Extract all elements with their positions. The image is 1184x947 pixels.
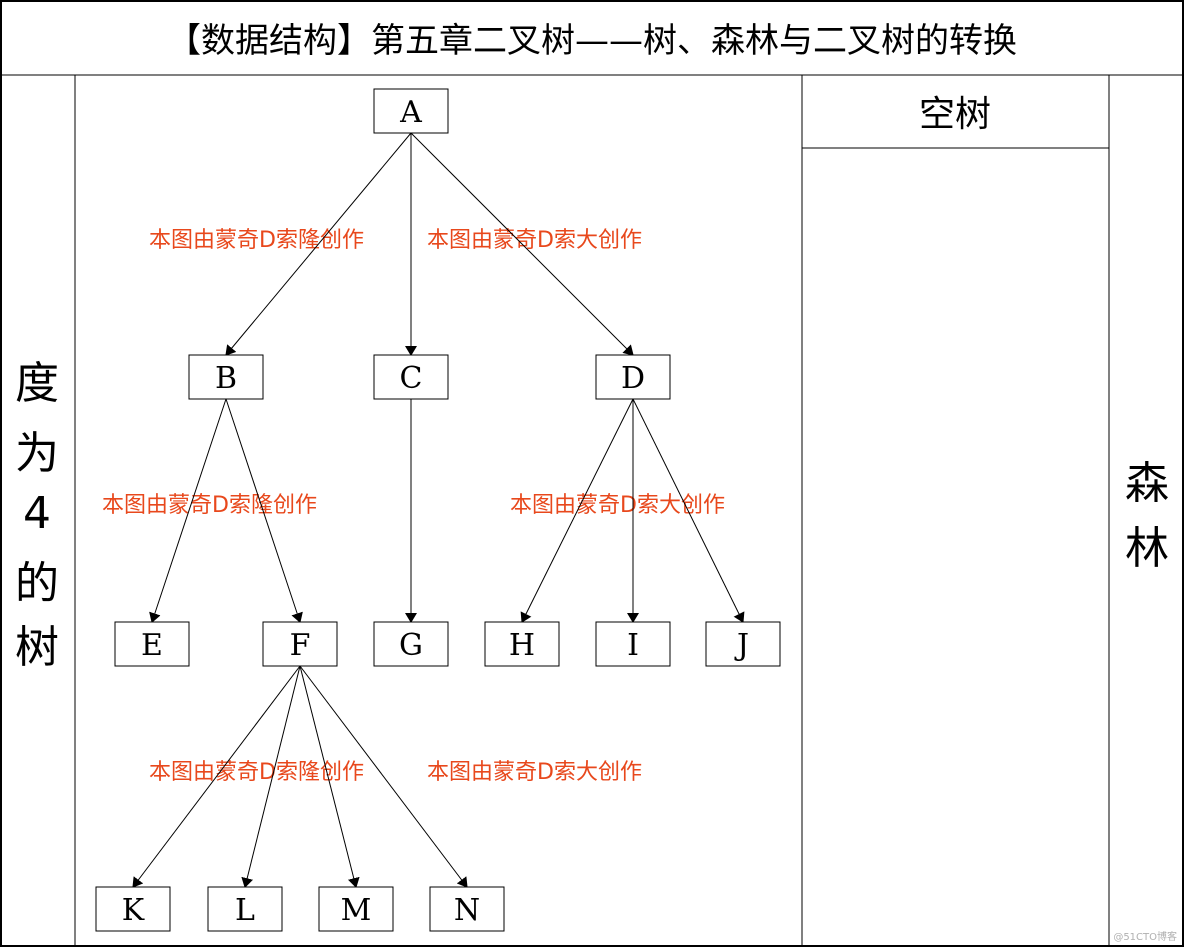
watermark-group: 本图由蒙奇D索隆创作 本图由蒙奇D索大创作 本图由蒙奇D索隆创作 本图由蒙奇D索… [102,228,725,785]
edge-A-B [225,132,412,356]
tree-node-G: G [373,621,449,667]
node-box [373,621,449,667]
edge-F-K [132,665,301,888]
node-box [595,354,671,400]
edge-F-M [299,665,360,888]
right-label-char: 森 [1125,458,1169,509]
page-title: 【数据结构】第五章二叉树——树、森林与二叉树的转换 [167,21,1017,61]
node-label: G [399,628,423,663]
node-label: M [341,893,372,928]
node-label: D [621,361,645,396]
node-label: E [141,628,163,663]
tree-node-I: I [595,621,671,667]
edge-A-D [410,132,634,356]
node-box [95,886,171,932]
watermark-text: 本图由蒙奇D索大创作 [427,760,642,785]
tree-node-E: E [114,621,190,667]
tree-node-D: D [595,354,671,400]
tree-edges [132,132,745,888]
edge-F-L [241,665,301,888]
tree-node-M: M [318,886,394,932]
tree-node-A: A [373,88,449,134]
node-box [705,621,781,667]
left-label-char: 4 [23,488,51,539]
left-label-char: 的 [15,558,59,609]
tree-node-L: L [207,886,283,932]
node-label: I [627,628,639,663]
node-box [484,621,560,667]
node-label: H [509,628,535,663]
watermark-text: 本图由蒙奇D索隆创作 [149,760,364,785]
node-box [114,621,190,667]
node-label: F [290,628,311,663]
node-label: K [122,893,145,928]
watermark-text: 本图由蒙奇D索隆创作 [149,228,364,253]
tree-node-F: F [262,621,338,667]
edge-D-J [632,398,745,623]
node-box [429,886,505,932]
node-box [373,88,449,134]
node-label: C [400,361,423,396]
node-box [373,354,449,400]
edge-B-F [225,398,303,623]
node-box [318,886,394,932]
right-label-char: 林 [1125,523,1169,574]
node-label: L [235,893,255,928]
tree-node-K: K [95,886,171,932]
edge-D-H [520,398,634,623]
node-box [595,621,671,667]
left-label-char: 为 [15,428,59,479]
edge-B-E [149,398,227,623]
node-label: N [454,893,480,928]
left-label-char: 树 [15,622,59,673]
node-box [207,886,283,932]
watermark-text: 本图由蒙奇D索隆创作 [102,493,317,518]
tree-node-N: N [429,886,505,932]
node-box [262,621,338,667]
tree-node-H: H [484,621,560,667]
watermark-text: 本图由蒙奇D索大创作 [510,493,725,518]
tree-nodes: A B C D E F G H I J K L M N [95,88,781,932]
watermark-text: 本图由蒙奇D索大创作 [427,228,642,253]
node-label: J [734,628,749,663]
empty-tree-header: 空树 [919,94,991,135]
tree-degree-label: 度 为 4 的 树 [15,358,59,673]
node-label: B [215,361,237,396]
forest-label: 森 林 [1125,458,1169,574]
left-label-char: 度 [15,358,59,409]
corner-watermark: @51CTO博客 [1113,930,1177,943]
node-label: A [399,95,422,130]
node-box [188,354,264,400]
tree-node-C: C [373,354,449,400]
tree-node-B: B [188,354,264,400]
tree-node-J: J [705,621,781,667]
edge-F-N [299,665,468,888]
